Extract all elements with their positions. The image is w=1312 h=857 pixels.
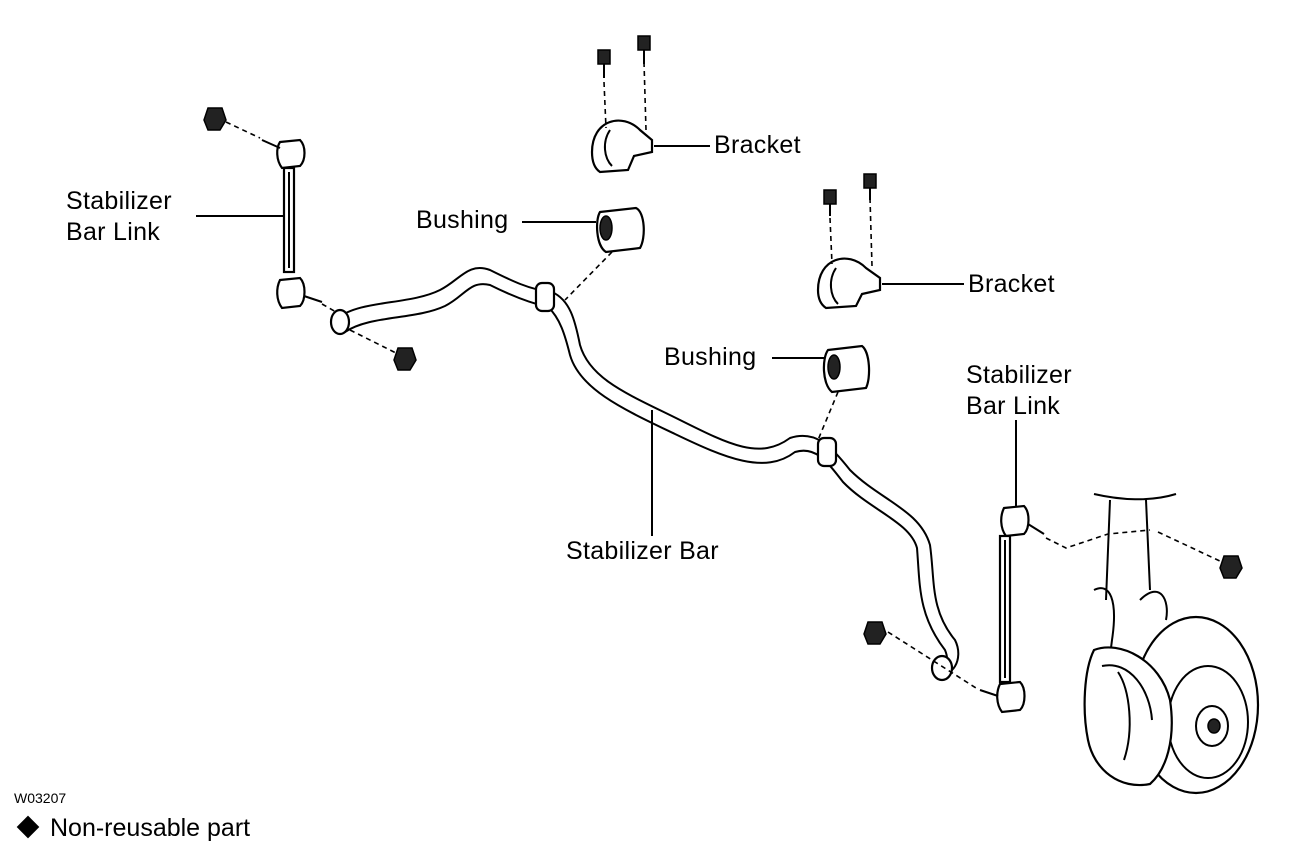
- figure-code: W03207: [14, 790, 67, 806]
- stabilizer-bar-link-label-right-line1: Stabilizer: [966, 361, 1072, 389]
- bushing-label-2: Bushing: [664, 343, 757, 371]
- legend: Non-reusable part: [14, 814, 250, 843]
- legend-text: Non-reusable part: [50, 814, 251, 842]
- bushing-1: [522, 206, 645, 301]
- bracket-1: [590, 35, 710, 174]
- stabilizer-bar-link-label-left-line2: Bar Link: [66, 218, 161, 246]
- stabilizer-link-left: [196, 107, 417, 371]
- bracket-2: [816, 173, 964, 310]
- diamond-icon: [16, 815, 40, 839]
- stabilizer-link-right: [863, 420, 1243, 714]
- stabilizer-bar: [329, 267, 960, 682]
- bushing-2: [772, 344, 871, 441]
- bushing-label-1: Bushing: [416, 206, 509, 234]
- stabilizer-bar-link-label-right-line2: Bar Link: [966, 392, 1061, 420]
- stabilizer-bar-label: Stabilizer Bar: [566, 537, 719, 565]
- bracket-label-1: Bracket: [714, 131, 801, 159]
- stabilizer-bar-link-label-left-line1: Stabilizer: [66, 187, 172, 215]
- steering-knuckle: [1083, 493, 1260, 795]
- bracket-label-2: Bracket: [968, 270, 1055, 298]
